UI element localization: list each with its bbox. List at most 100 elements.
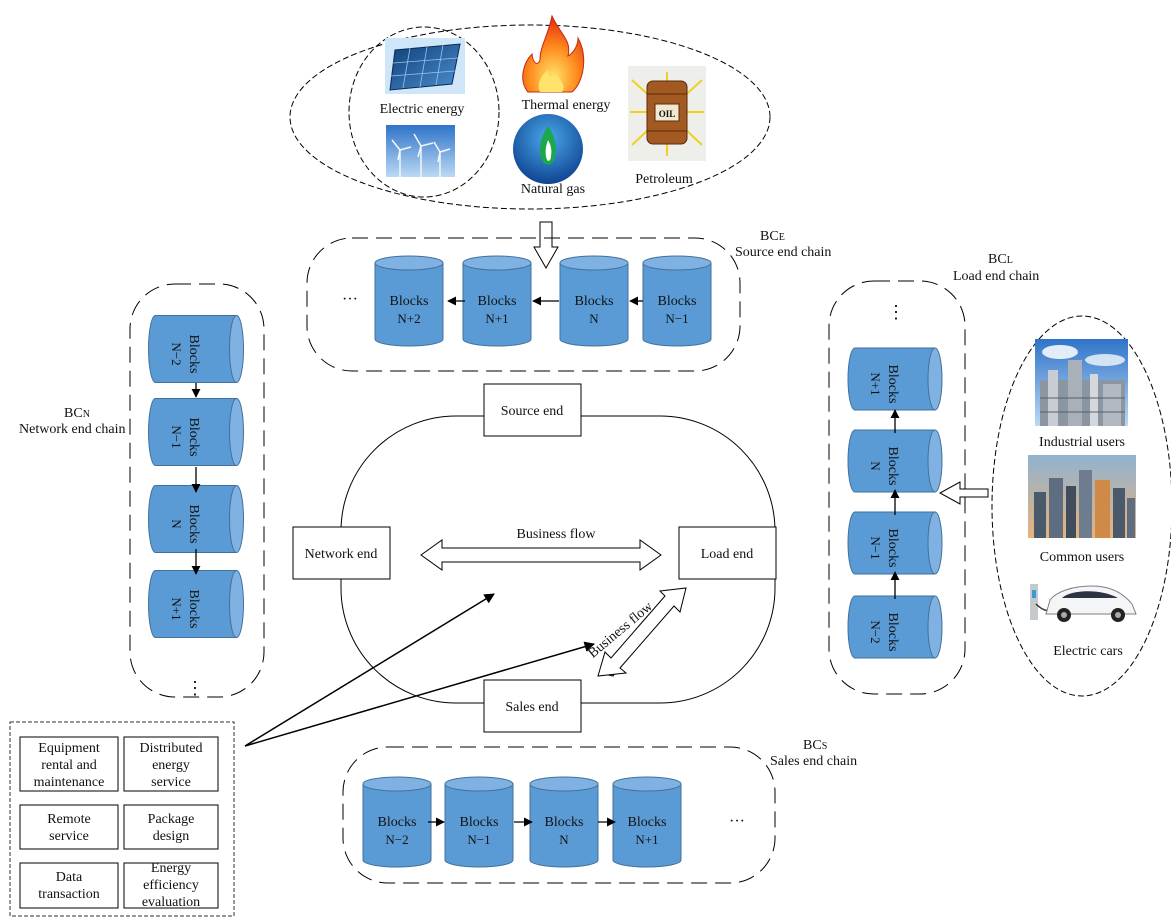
block-title: Blocks (186, 505, 201, 544)
load-chain-frame (828, 280, 966, 695)
users-group: Industrial users Common users Electric c… (991, 315, 1171, 697)
central-cycle-group: Source end Network end Load end Sales en… (292, 383, 777, 733)
block-title: Blocks (390, 294, 429, 309)
block-title: Blocks (460, 815, 499, 830)
block-body (642, 263, 712, 347)
block-number: N−1 (169, 425, 184, 448)
load-chain-group: BCL Load end chain ⋮ BlocksN+1BlocksNBlo… (828, 252, 1039, 695)
block-title: Blocks (885, 613, 900, 652)
petroleum-barrel-icon: OIL (628, 66, 706, 161)
block-top (229, 315, 244, 383)
block-top (642, 255, 712, 271)
users-ellipse (991, 315, 1171, 697)
sales-chain-frame (342, 746, 776, 884)
block-number: N−2 (169, 342, 184, 365)
block-title: Blocks (186, 590, 201, 629)
block-top (462, 255, 532, 271)
block-number: N+2 (397, 311, 420, 326)
source-chain-code: BCE (760, 229, 785, 244)
block-number: N+1 (868, 372, 883, 395)
barrel-oil-text: OIL (659, 109, 676, 119)
network-chain-name: Network end chain (19, 422, 126, 437)
sales-chain-more: ··· (729, 813, 745, 830)
source-chain-name: Source end chain (735, 245, 831, 260)
service-equipment-box (19, 736, 119, 792)
service-remote-box (19, 804, 119, 850)
fire-icon (522, 14, 585, 93)
block-body (847, 429, 935, 493)
network-chain-group: BCN Network end chain ⋮ BlocksN−2BlocksN… (19, 283, 265, 698)
sales-chain-name: Sales end chain (770, 754, 857, 769)
block-number: N (169, 519, 184, 529)
block-top (229, 570, 244, 638)
block-number: N−2 (868, 620, 883, 643)
block-body (444, 784, 514, 868)
block-body (847, 347, 935, 411)
block-number: N−2 (385, 832, 408, 847)
block-body (148, 570, 237, 638)
block-title: Blocks (186, 418, 201, 457)
block-body (148, 315, 237, 383)
block-body (612, 784, 682, 868)
network-chain-more: ⋮ (186, 678, 204, 698)
block-title: Blocks (885, 529, 900, 568)
petroleum-label: Petroleum (635, 172, 693, 187)
network-end-box (292, 526, 391, 580)
thermal-energy-label: Thermal energy (522, 98, 611, 113)
business-flow-diagonal-arrow-body (597, 587, 687, 677)
block-top (927, 429, 943, 493)
energy-to-source-arrow (533, 221, 559, 270)
block-number: N+1 (485, 311, 508, 326)
services-frame (9, 721, 235, 917)
block-body (148, 485, 237, 553)
block-number: N+1 (169, 597, 184, 620)
natural-gas-icon (513, 114, 583, 184)
services-to-network-arrow (244, 593, 495, 747)
block-body (559, 263, 629, 347)
block-title: Blocks (545, 815, 584, 830)
block-body (362, 784, 432, 868)
service-data-box (19, 862, 119, 909)
block-body (847, 595, 935, 659)
block-top (444, 776, 514, 792)
block-top (374, 255, 444, 271)
sales-end-box (483, 679, 582, 733)
electric-car-image (1030, 584, 1137, 622)
block-body (462, 263, 532, 347)
electric-energy-ellipse (348, 26, 500, 198)
block-title: Blocks (378, 815, 417, 830)
block-top (229, 398, 244, 466)
source-chain-frame (306, 237, 741, 372)
source-chain-more: ··· (342, 291, 358, 308)
block-top (529, 776, 599, 792)
block-number: N (559, 832, 569, 847)
load-chain-code: BCL (988, 252, 1013, 267)
block-title: Blocks (186, 335, 201, 374)
sales-chain-group: BCS Sales end chain ··· BlocksN−2BlocksN… (342, 738, 857, 884)
block-body (148, 398, 237, 466)
block-title: Blocks (575, 294, 614, 309)
block-top (559, 255, 629, 271)
industrial-plant-image (1035, 339, 1128, 426)
electric-cars-label: Electric cars (1053, 644, 1123, 659)
block-number: N+1 (635, 832, 658, 847)
block-title: Blocks (628, 815, 667, 830)
common-users-label: Common users (1040, 550, 1124, 565)
network-end-label: Network end (305, 547, 378, 562)
